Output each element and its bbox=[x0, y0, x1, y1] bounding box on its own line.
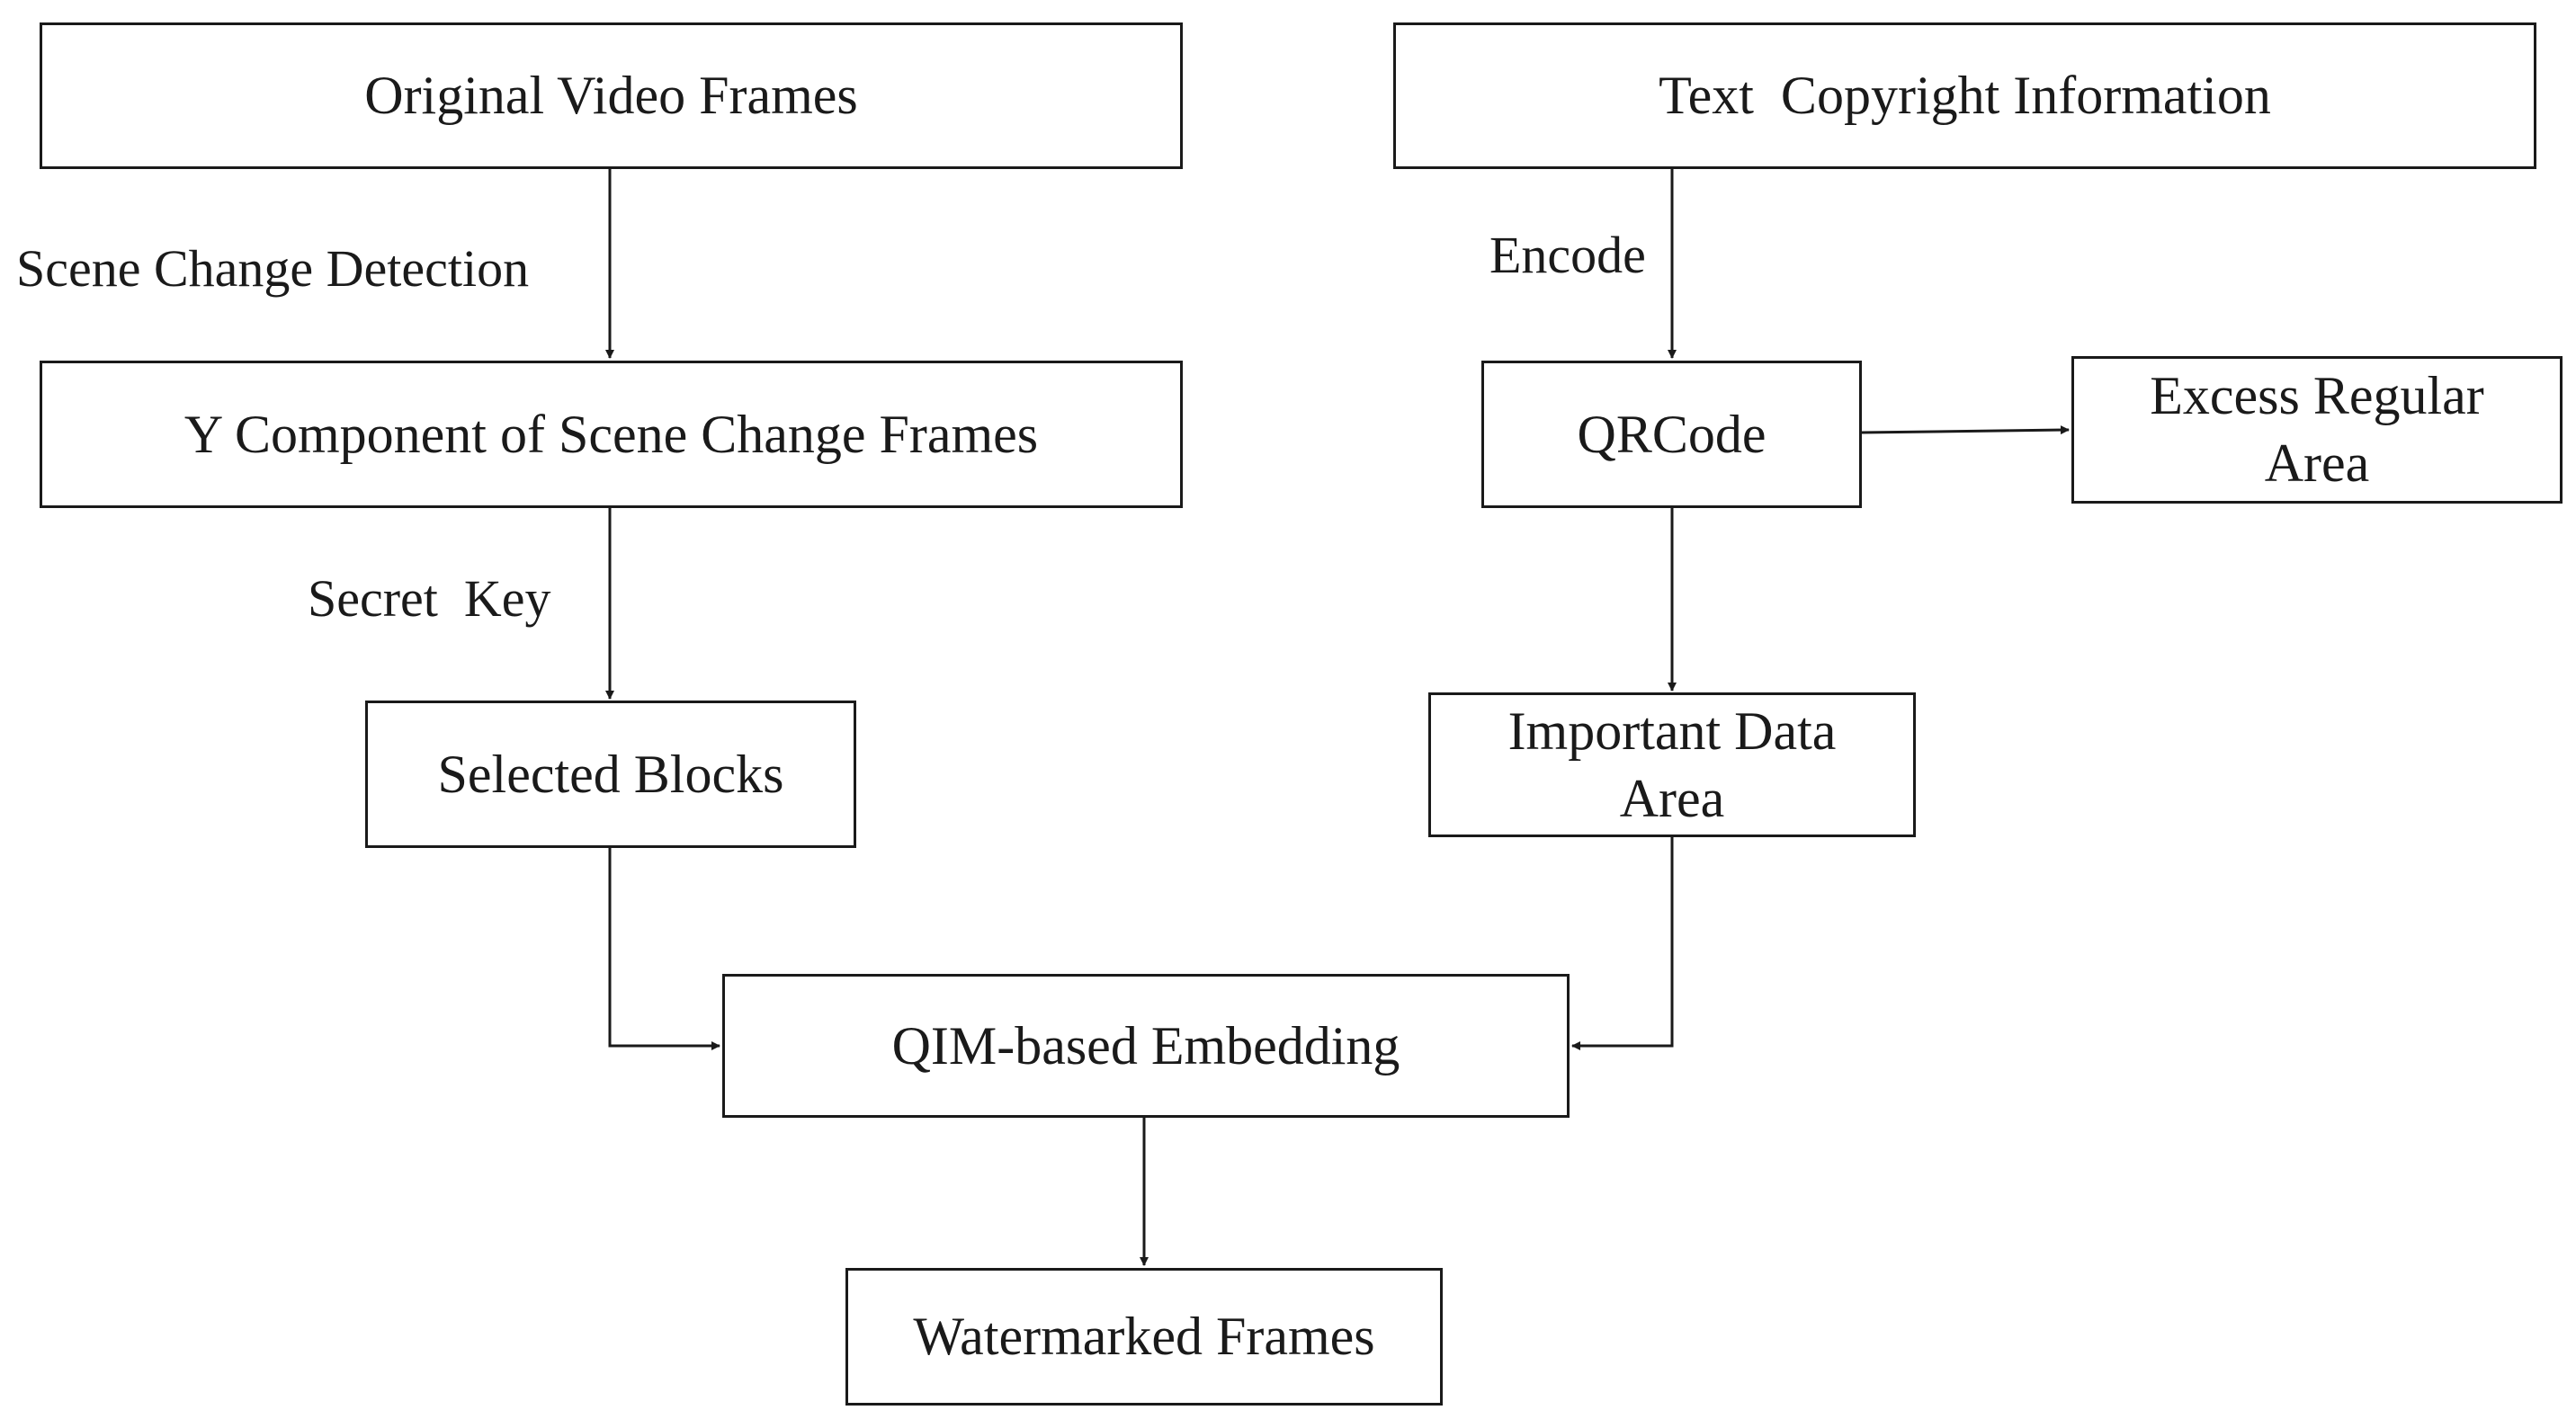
node-excess-regular-area: Excess Regular Area bbox=[2071, 356, 2563, 504]
edge-label-encode: Encode bbox=[1489, 226, 1646, 284]
node-label: Text Copyright Information bbox=[1659, 66, 2271, 125]
node-label: Selected Blocks bbox=[437, 744, 784, 804]
arrow-important-to-qim bbox=[1571, 837, 1674, 1050]
node-original-video-frames: Original Video Frames bbox=[40, 22, 1183, 169]
node-label: Original Video Frames bbox=[364, 66, 858, 125]
node-label: Y Component of Scene Change Frames bbox=[183, 404, 1039, 464]
node-important-data-area: Important Data Area bbox=[1428, 692, 1916, 837]
arrow-qrcode-to-excess bbox=[1861, 425, 2070, 435]
node-y-component: Y Component of Scene Change Frames bbox=[40, 361, 1183, 508]
node-text-copyright-information: Text Copyright Information bbox=[1393, 22, 2536, 169]
node-label: Excess Regular Area bbox=[2150, 366, 2484, 493]
node-qrcode: QRCode bbox=[1481, 361, 1862, 508]
node-selected-blocks: Selected Blocks bbox=[365, 701, 856, 848]
edge-label-secret-key: Secret Key bbox=[308, 569, 551, 628]
node-label: QIM-based Embedding bbox=[891, 1015, 1400, 1075]
node-qim-embedding: QIM-based Embedding bbox=[722, 974, 1570, 1118]
node-label: Important Data Area bbox=[1507, 701, 1837, 828]
edge-label-scene-change-detection: Scene Change Detection bbox=[16, 239, 530, 298]
arrow-selected-to-qim bbox=[608, 848, 720, 1050]
node-label: QRCode bbox=[1577, 404, 1767, 464]
node-watermarked-frames: Watermarked Frames bbox=[845, 1268, 1443, 1406]
node-label: Watermarked Frames bbox=[913, 1307, 1375, 1366]
